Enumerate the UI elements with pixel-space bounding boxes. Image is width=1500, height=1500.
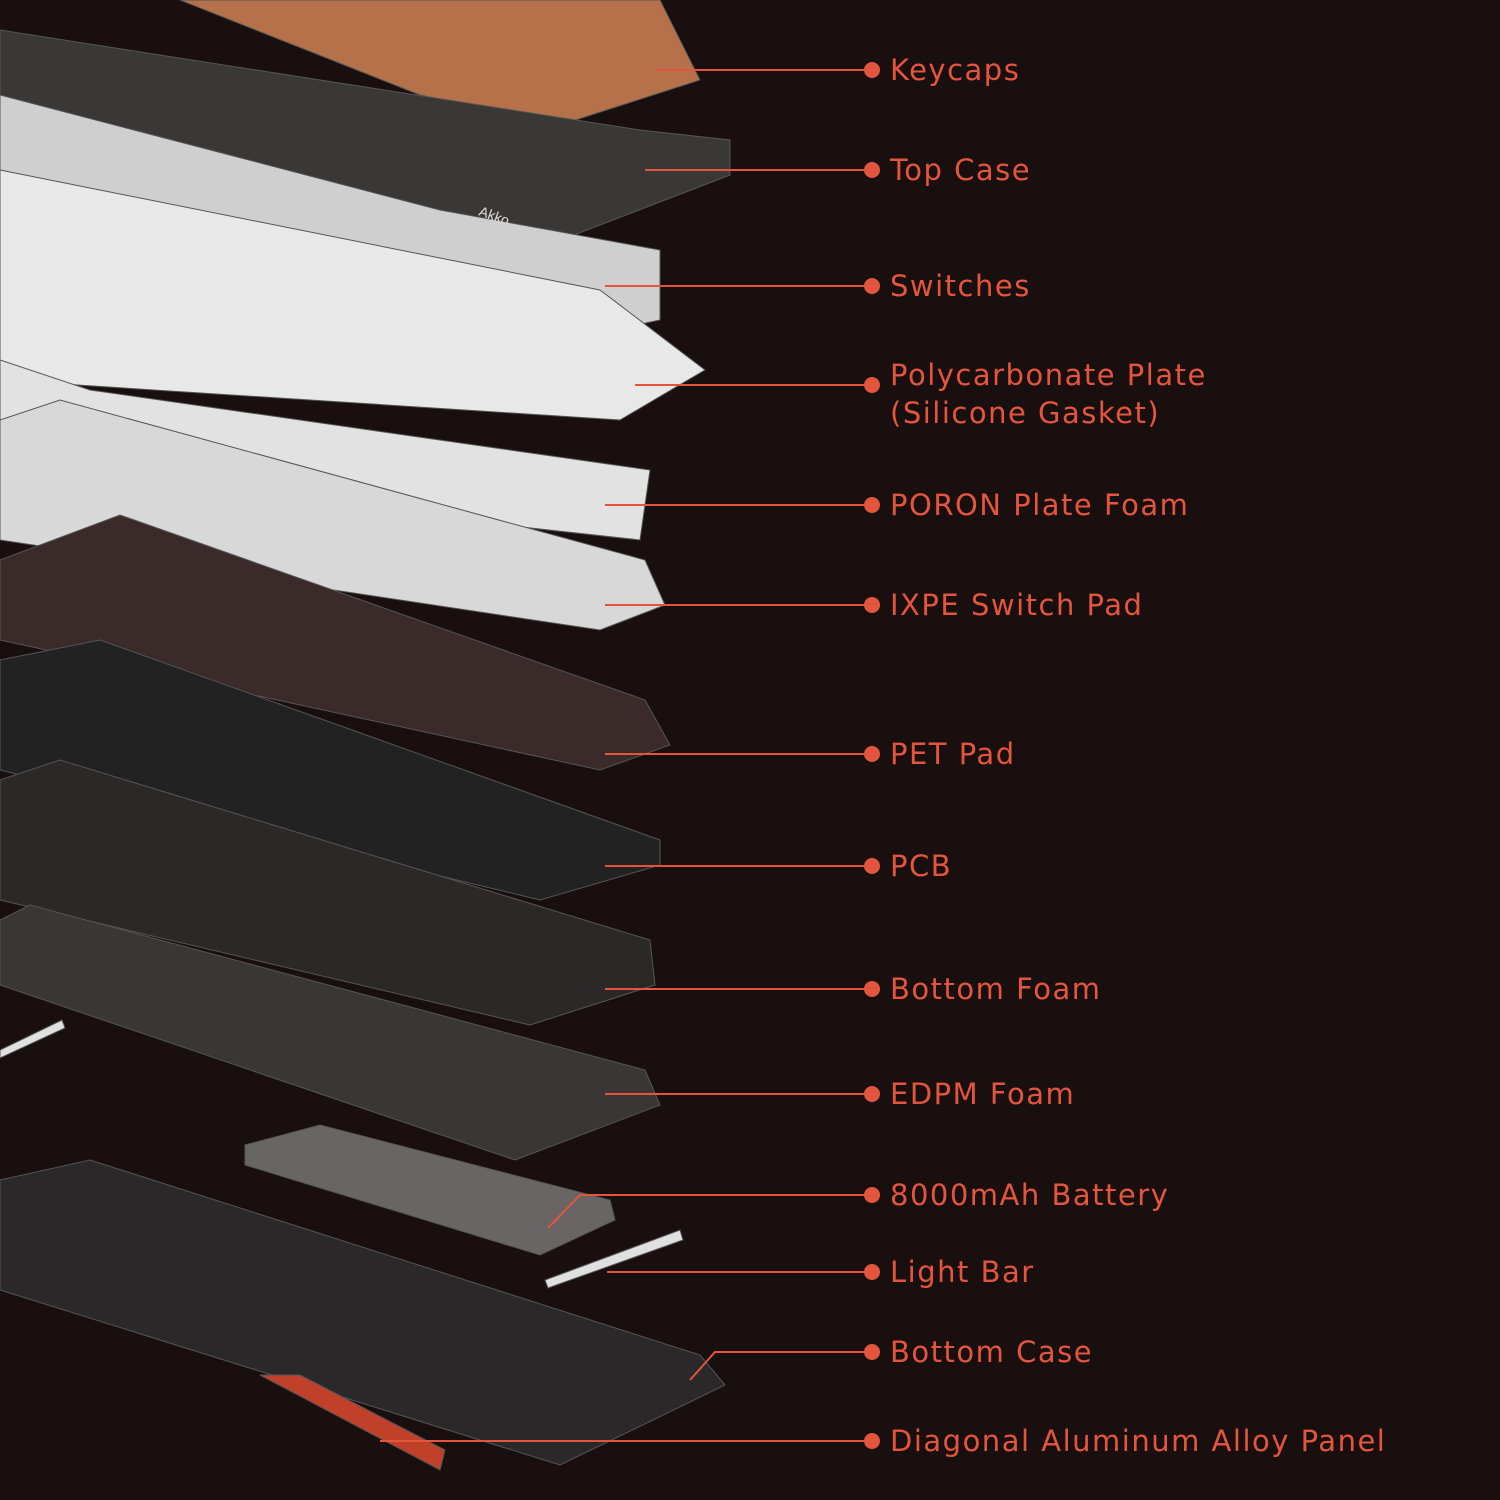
battery-label: 8000mAh Battery <box>890 1176 1169 1214</box>
keycaps-label-text: Keycaps <box>890 53 1021 87</box>
keycaps-layer <box>179 0 701 126</box>
bottom-case-label: Bottom Case <box>890 1333 1093 1371</box>
light-bar-part <box>544 1229 684 1289</box>
polycarbonate-plate-label: Polycarbonate Plate (Silicone Gasket) <box>890 356 1207 432</box>
light-bar-label-text: Light Bar <box>890 1255 1035 1289</box>
pet-pad-dot-marker <box>864 746 880 762</box>
light-bar-part-left <box>0 1019 66 1059</box>
bottom-foam-label-text: Bottom Foam <box>890 972 1102 1006</box>
pcb-dot-marker <box>864 858 880 874</box>
keycaps-label: Keycaps <box>890 51 1020 89</box>
keycaps-dot-marker <box>864 62 880 78</box>
bottom-case-label-text: Bottom Case <box>890 1335 1094 1369</box>
battery-layer <box>244 1124 616 1256</box>
edpm-foam-dot-marker <box>864 1086 880 1102</box>
ixpe-switch-pad-dot-marker <box>864 597 880 613</box>
poron-plate-foam-label-text: PORON Plate Foam <box>890 488 1190 522</box>
polycarbonate-plate-dot-marker <box>864 377 880 393</box>
top-case-label: Top Case <box>890 151 1031 189</box>
pet-pad-layer <box>0 514 671 771</box>
bottom-case-dot-marker <box>864 1344 880 1360</box>
pcb-label: PCB <box>890 847 952 885</box>
switches-dot-marker <box>864 278 880 294</box>
switches-label: Switches <box>890 267 1031 305</box>
top-case-layer <box>0 29 731 251</box>
aluminum-panel-layer <box>259 1374 446 1471</box>
poron-plate-foam-dot-marker <box>864 497 880 513</box>
top-case-dot-marker <box>864 162 880 178</box>
light-bar-dot-marker <box>864 1264 880 1280</box>
pcb-label-text: PCB <box>890 849 953 883</box>
aluminum-panel-label-text: Diagonal Aluminum Alloy Panel <box>890 1424 1387 1458</box>
ixpe-switch-pad-label-text: IXPE Switch Pad <box>890 588 1144 622</box>
ixpe-switch-pad-label: IXPE Switch Pad <box>890 586 1143 624</box>
pet-pad-label: PET Pad <box>890 735 1016 773</box>
battery-label-text: 8000mAh Battery <box>890 1178 1170 1212</box>
light-bar-label: Light Bar <box>890 1253 1035 1291</box>
edpm-foam-label: EDPM Foam <box>890 1075 1075 1113</box>
aluminum-panel-label: Diagonal Aluminum Alloy Panel <box>890 1422 1386 1460</box>
edpm-foam-label-text: EDPM Foam <box>890 1077 1076 1111</box>
bottom-case-leader-line <box>689 1351 872 1381</box>
aluminum-panel-dot-marker <box>864 1433 880 1449</box>
pet-pad-label-text: PET Pad <box>890 737 1016 771</box>
edpm-foam-layer <box>0 904 661 1161</box>
poron-plate-foam-label: PORON Plate Foam <box>890 486 1189 524</box>
bottom-foam-label: Bottom Foam <box>890 970 1102 1008</box>
battery-dot-marker <box>864 1187 880 1203</box>
polycarbonate-plate-layer <box>0 169 706 421</box>
bottom-foam-dot-marker <box>864 981 880 997</box>
bottom-case-layer <box>0 1159 726 1466</box>
polycarbonate-plate-label-text: Polycarbonate Plate <box>890 358 1207 392</box>
switches-label-text: Switches <box>890 269 1031 303</box>
polycarbonate-plate-sublabel-text: (Silicone Gasket) <box>890 396 1161 430</box>
battery-leader-line <box>547 1194 872 1229</box>
bottom-foam-layer <box>0 759 656 1026</box>
top-case-label-text: Top Case <box>890 153 1032 187</box>
